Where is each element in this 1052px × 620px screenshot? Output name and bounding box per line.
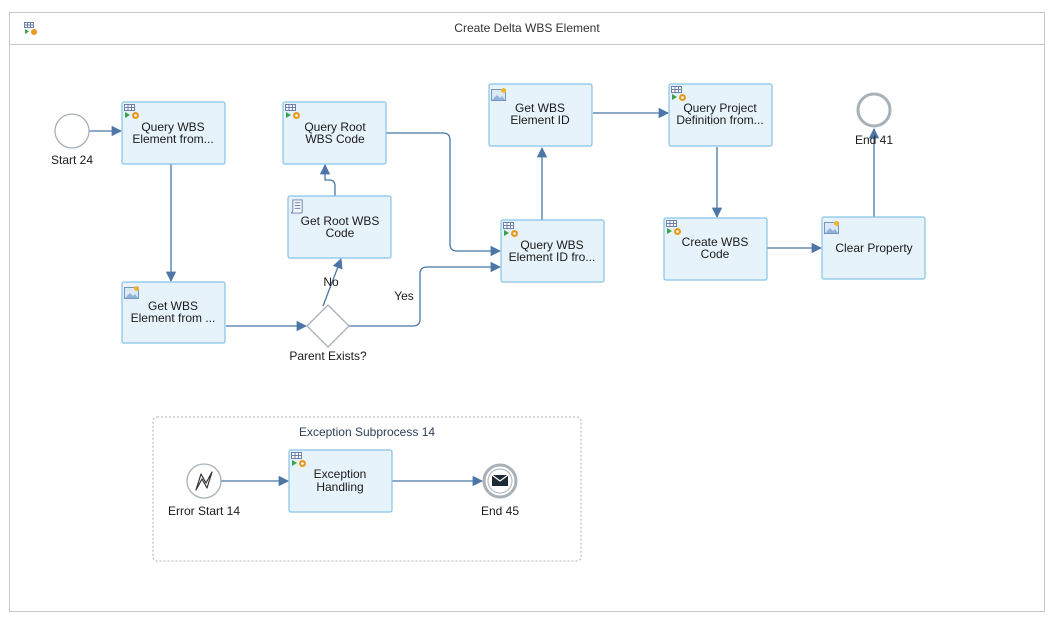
start-event-label: Start 24 xyxy=(51,153,93,167)
task-label-line2: Code xyxy=(326,226,355,240)
subprocess-title: Exception Subprocess 14 xyxy=(299,425,435,439)
task-label-line1: Get WBS xyxy=(515,101,565,115)
end-message-label: End 45 xyxy=(481,504,519,518)
flow-gateway-no[interactable] xyxy=(322,258,343,307)
error-start-label: Error Start 14 xyxy=(168,504,240,518)
error-start-event[interactable]: Error Start 14 xyxy=(168,463,240,518)
task-get-wbs-element[interactable]: Get WBS Element from ... xyxy=(121,281,226,344)
task-label-line1: Create WBS xyxy=(682,235,749,249)
task-query-wbs-element[interactable]: Query WBS Element from... xyxy=(121,101,226,165)
lightning-icon xyxy=(195,471,213,491)
image-task-icon xyxy=(491,87,507,101)
task-label-line1: Query Project xyxy=(683,101,757,115)
task-label-line1: Clear Property xyxy=(835,241,912,255)
task-label-line2: Element ID fro... xyxy=(509,250,596,264)
task-label-line2: WBS Code xyxy=(305,132,365,146)
task-label-line2: Definition from... xyxy=(676,113,763,127)
task-create-wbs-code[interactable]: Create WBS Code xyxy=(663,217,768,281)
envelope-icon xyxy=(491,474,509,486)
task-query-wbs-element-id[interactable]: Query WBS Element ID fro... xyxy=(500,219,605,283)
exception-subprocess[interactable]: Exception Subprocess 14 xyxy=(152,416,582,562)
end-event-top[interactable]: End 41 xyxy=(855,92,893,147)
task-query-root-wbs-code[interactable]: Query Root WBS Code xyxy=(282,101,387,165)
task-label-line2: Handling xyxy=(316,480,363,494)
gateway-yes-label: Yes xyxy=(394,289,414,303)
task-get-root-wbs-code[interactable]: Get Root WBS Code xyxy=(287,195,392,259)
flow-query-root-to-query-id[interactable] xyxy=(386,132,502,257)
start-event[interactable]: Start 24 xyxy=(51,113,93,167)
task-label-line1: Get Root WBS xyxy=(301,214,380,228)
task-label-line2: Element from ... xyxy=(131,311,216,325)
task-get-wbs-element-id[interactable]: Get WBS Element ID xyxy=(488,83,593,147)
image-task-icon xyxy=(824,220,840,234)
task-label-line1: Exception xyxy=(314,467,367,481)
image-task-icon xyxy=(124,285,140,299)
gateway-label: Parent Exists? xyxy=(289,349,367,363)
task-label-line1: Get WBS xyxy=(148,299,198,313)
gateway-no-label: No xyxy=(323,275,339,289)
process-icon xyxy=(24,22,37,35)
flow-gateway-yes[interactable] xyxy=(349,261,502,327)
task-label-line1: Query WBS xyxy=(520,238,583,252)
task-label-line2: Code xyxy=(701,247,730,261)
script-icon xyxy=(290,199,303,214)
end-event-top-label: End 41 xyxy=(855,133,893,147)
task-exception-handling[interactable]: Exception Handling xyxy=(288,449,393,513)
diagram-title: Create Delta WBS Element xyxy=(454,21,600,35)
task-clear-property[interactable]: Clear Property xyxy=(821,216,926,280)
task-label-line1: Query WBS xyxy=(141,120,204,134)
sequence-flows xyxy=(89,107,880,487)
task-label-line2: Element ID xyxy=(510,113,570,127)
task-label-line2: Element from... xyxy=(132,132,213,146)
parent-exists-gateway[interactable]: Parent Exists? xyxy=(289,304,367,363)
diagram-header: Create Delta WBS Element xyxy=(10,13,1044,45)
task-query-project-definition[interactable]: Query Project Definition from... xyxy=(668,83,773,147)
task-label-line1: Query Root xyxy=(304,120,366,134)
flow-get-root-to-query-root[interactable] xyxy=(319,163,336,196)
end-message-event[interactable]: End 45 xyxy=(481,463,519,518)
